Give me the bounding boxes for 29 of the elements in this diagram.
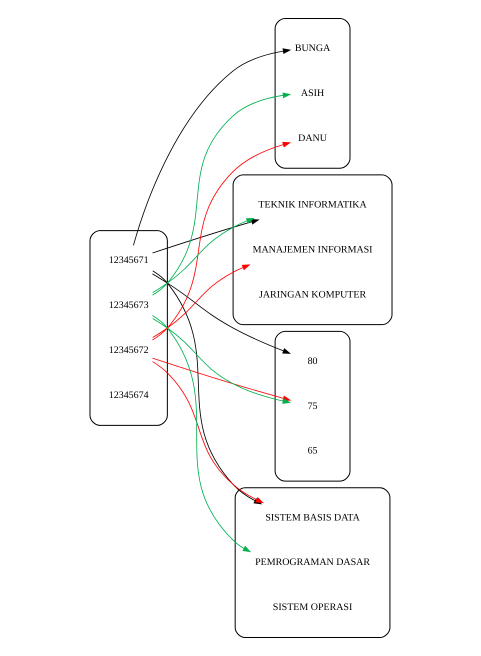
arrow [152,274,290,354]
node-text: BUNGA [294,43,330,54]
arrow [152,218,254,294]
cluster [274,18,350,169]
node-text: SISTEM BASIS DATA [264,512,360,524]
arrow [152,315,251,552]
node-text: 12345674 [108,390,148,401]
node-text: PEMROGRAMAN DASAR [254,557,370,568]
node-text: 12345671 [108,255,148,266]
node-text: DANU [298,132,326,144]
node-text: 65 [307,446,318,457]
node-text: JARINGAN KOMPUTER [258,289,366,300]
cluster [88,230,168,426]
node-text: TEKNIK INFORMATIKA [258,199,366,210]
arrow [152,92,291,296]
arrow [152,219,260,254]
arrow [152,142,291,340]
cluster [232,174,392,326]
arrow [132,48,291,246]
node-text: 75 [307,400,318,412]
cluster [274,330,350,482]
node-text: ASIH [300,88,324,99]
cluster [234,487,390,638]
node-text: SISTEM OPERASI [272,602,352,614]
arrow [152,264,250,338]
node-text: 12345672 [108,345,148,356]
node-text: 12345673 [108,300,148,312]
node-text: 80 [307,356,318,367]
node-text: MANAJEMEN INFORMASI [252,244,372,256]
